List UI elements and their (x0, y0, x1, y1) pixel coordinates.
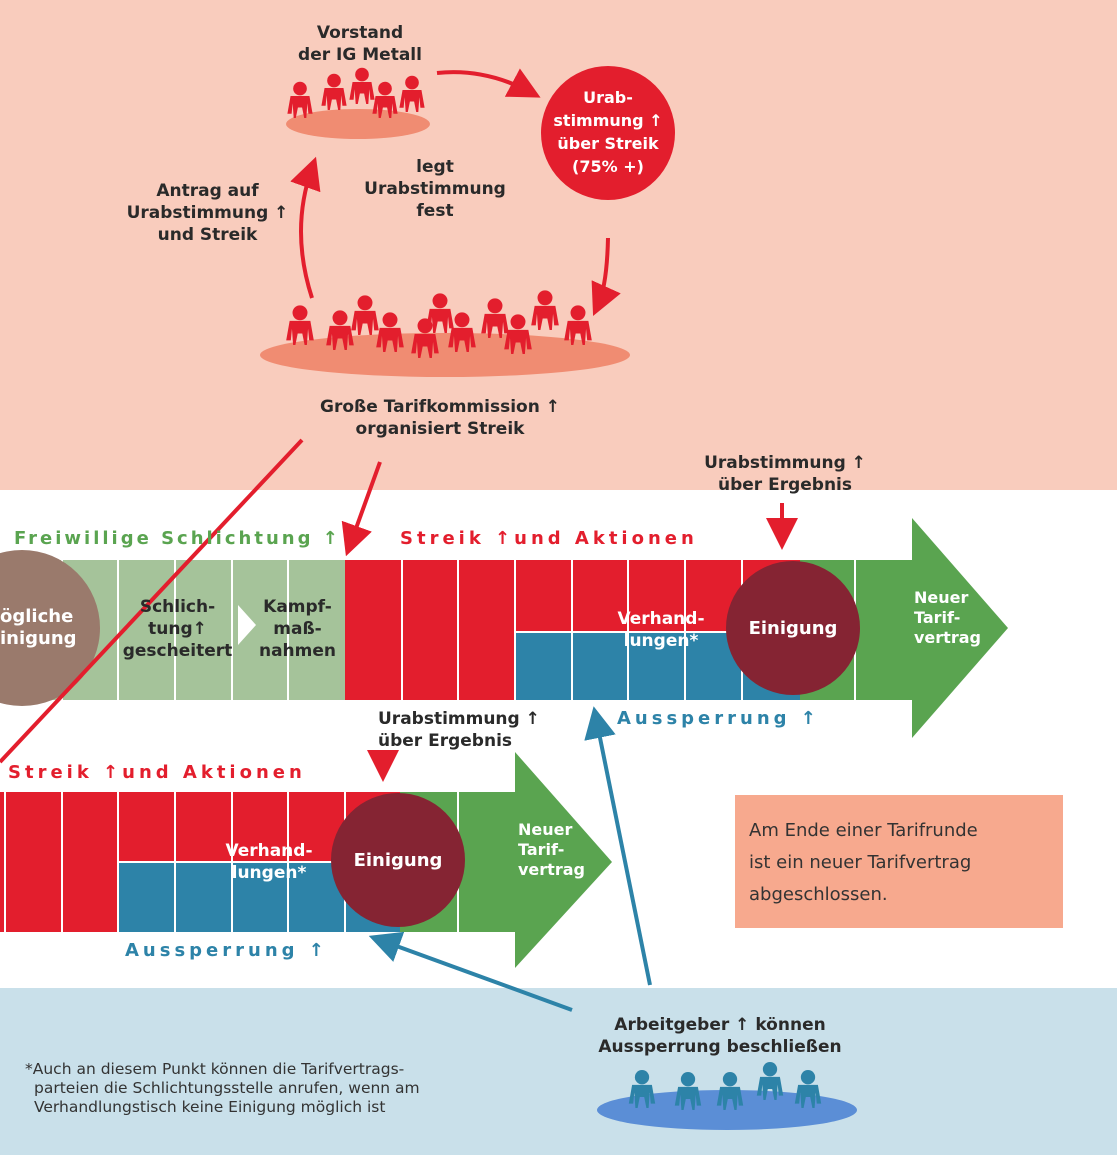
kommission-line-1: Große Tarifkommission ↑ (320, 397, 560, 417)
footnote-line-2: parteien die Schlichtungsstelle anrufen,… (34, 1079, 420, 1097)
arbeitgeber-label: Arbeitgeber ↑ können Aussperrung beschli… (570, 1014, 870, 1058)
upper-process-bar (0, 518, 1008, 738)
neuer-line-2: Tarif- (914, 608, 961, 627)
urabstimmung-ergebnis-2-label: Urabstimmung ↑ über Ergebnis (378, 708, 568, 752)
neuer2-line-2: Tarif- (518, 840, 565, 859)
neuer-line-1: Neuer (914, 588, 969, 607)
urab-line-4: (75% +) (572, 157, 644, 176)
neuer-tarifvertrag-2-label: Neuer Tarif- vertrag (518, 820, 588, 880)
moegliche-line-2: inigung (0, 628, 77, 649)
kampf-line-1: Kampf- (263, 597, 332, 617)
info-line-1: Am Ende einer Tarifrunde (749, 820, 978, 841)
kommission-group (260, 290, 630, 377)
verhandlungen2-line-2: lungen* (231, 863, 307, 883)
verhandlungen-line-1: Verhand- (617, 609, 705, 629)
lower-process-bar (0, 752, 612, 968)
kampf-line-3: nahmen (258, 641, 337, 661)
arbeitgeber-group (597, 1062, 857, 1130)
moegliche-einigung-label: ögliche inigung (0, 606, 90, 650)
arbeitgeber-line-1: Arbeitgeber ↑ können (614, 1015, 826, 1035)
legt-label: legt Urabstimmung fest (345, 156, 525, 222)
legt-line-1: legt (416, 157, 454, 177)
streik-aktionen-label: Streik ↑und Aktionen (400, 528, 698, 549)
bottom-section-background (0, 988, 1117, 1155)
freiwillige-schlichtung-label: Freiwillige Schlichtung ↑ (14, 528, 341, 549)
legt-line-3: fest (416, 201, 454, 221)
urabstimmung-ergebnis-label: Urabstimmung ↑ über Ergebnis (680, 452, 890, 496)
kampf-line-2: maß- (273, 619, 322, 639)
aussperrung-label: Aussperrung ↑ (617, 708, 820, 729)
schlichtung-line-2: tung↑ (148, 619, 207, 639)
urab-line-1: Urab- (583, 88, 633, 107)
vorstand-line-2: der IG Metall (298, 45, 422, 65)
streik-aktionen-2-label: Streik ↑und Aktionen (8, 762, 306, 783)
kommission-line-2: organisiert Streik (355, 419, 525, 439)
footnote: *Auch an diesem Punkt können die Tarifve… (25, 1060, 420, 1117)
urab-ergebnis-line-1: Urabstimmung ↑ (704, 453, 866, 473)
info-box: Am Ende einer Tarifrunde ist ein neuer T… (735, 795, 1063, 928)
info-line-3: abgeschlossen. (749, 884, 888, 905)
schlichtung-line-1: Schlich- (139, 597, 216, 617)
antrag-line-1: Antrag auf (156, 181, 259, 201)
top-section-background (0, 0, 1117, 490)
urab-ergebnis-line-2: über Ergebnis (717, 475, 853, 495)
arbeitgeber-line-2: Aussperrung beschließen (598, 1037, 842, 1057)
legt-line-2: Urabstimmung (364, 179, 506, 199)
urabstimmung-circle (541, 66, 675, 200)
urabstimmung-circle-label: Urab- stimmung ↑ über Streik (75% +) (548, 86, 668, 178)
vorstand-label: Vorstand der IG Metall (270, 22, 450, 66)
neuer-line-3: vertrag (914, 628, 981, 647)
antrag-line-2: Urabstimmung ↑ (126, 203, 289, 223)
schlichtung-gescheitert-label: Schlich- tung↑ gescheitert (115, 596, 240, 662)
neuer-tarifvertrag-label: Neuer Tarif- vertrag (914, 588, 984, 648)
schlichtung-line-3: gescheitert (122, 641, 233, 661)
einigung-2-label: Einigung (353, 850, 443, 871)
verhandlungen-label: Verhand- lungen* (606, 608, 716, 652)
verhandlungen-line-2: lungen* (623, 631, 699, 651)
vorstand-group (286, 67, 430, 139)
urab-ergebnis2-line-1: Urabstimmung ↑ (378, 709, 540, 729)
info-line-2: ist ein neuer Tarifvertrag (749, 852, 972, 873)
antrag-label: Antrag auf Urabstimmung ↑ und Streik (120, 180, 295, 246)
verhandlungen2-line-1: Verhand- (225, 841, 313, 861)
neuer2-line-1: Neuer (518, 820, 573, 839)
verhandlungen-2-label: Verhand- lungen* (214, 840, 324, 884)
neuer2-line-3: vertrag (518, 860, 585, 879)
urab-line-3: über Streik (557, 134, 659, 153)
einigung-label: Einigung (748, 618, 838, 639)
footnote-line-3: Verhandlungstisch keine Einigung möglich… (34, 1098, 386, 1116)
vorstand-line-1: Vorstand (316, 23, 404, 43)
antrag-line-3: und Streik (157, 225, 258, 245)
kommission-label: Große Tarifkommission ↑ organisiert Stre… (280, 396, 600, 440)
urab-ergebnis2-line-2: über Ergebnis (378, 731, 513, 751)
moegliche-line-1: ögliche (0, 606, 74, 627)
kampfmassnahmen-label: Kampf- maß- nahmen (250, 596, 345, 662)
urab-line-2: stimmung ↑ (553, 111, 663, 130)
footnote-line-1: *Auch an diesem Punkt können die Tarifve… (25, 1060, 405, 1078)
aussperrung-2-label: Aussperrung ↑ (125, 940, 328, 961)
